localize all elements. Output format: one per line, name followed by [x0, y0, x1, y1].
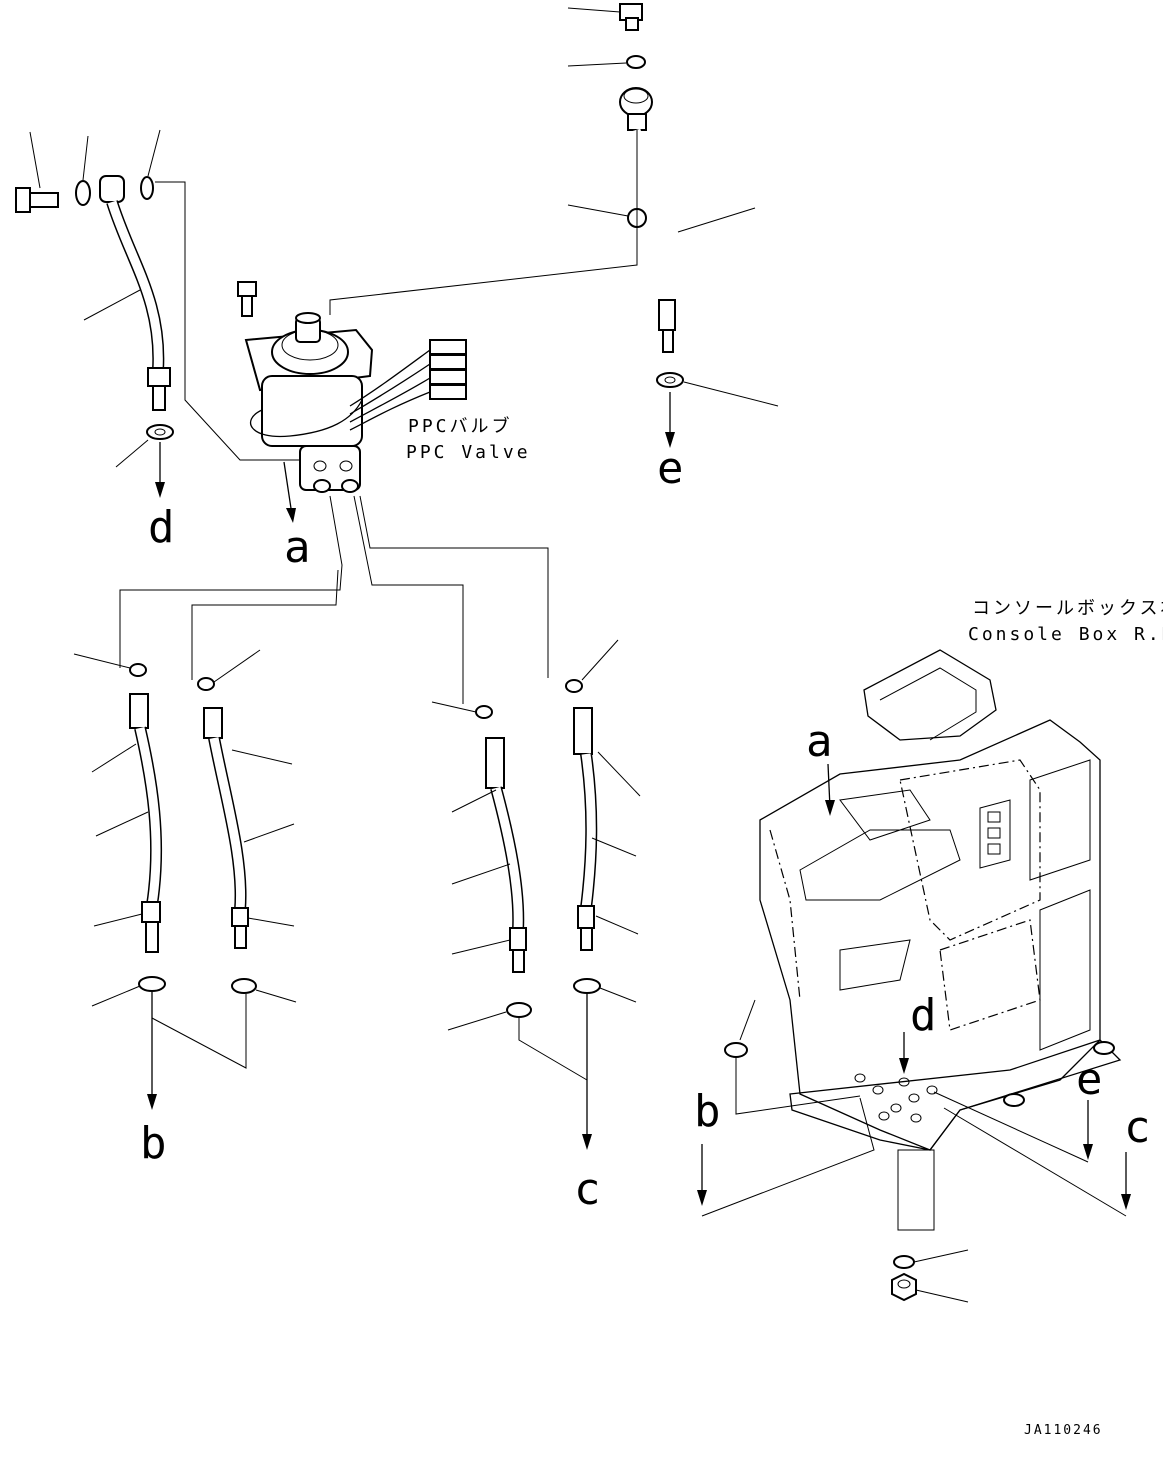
o-ring-b1	[129, 663, 147, 677]
callout-d-box: d	[910, 990, 937, 1041]
washer-c2	[573, 978, 601, 994]
ppc-valve: PPCバルブ PPC Valve a	[119, 281, 549, 704]
ppc-valve-label-en: PPC Valve	[406, 442, 531, 463]
console-box-rh: コンソールボックス右 Console Box R.H.	[694, 598, 1163, 1303]
washer-b2	[231, 978, 257, 994]
washer-b1	[138, 976, 166, 992]
callout-e-hose: e	[657, 443, 684, 494]
console-box-label-en: Console Box R.H.	[968, 624, 1163, 645]
hose-assembly-e: e	[329, 3, 779, 494]
valve-bolt	[237, 281, 257, 317]
washer-box	[893, 1255, 915, 1269]
o-ring-c1	[475, 705, 493, 719]
group-b-arrow: b	[140, 992, 247, 1169]
callout-c-hose: c	[574, 1164, 601, 1215]
valve-connectors	[429, 339, 467, 400]
console-box-label-jp: コンソールボックス右	[972, 598, 1163, 619]
hose-assembly-b1	[73, 653, 166, 1007]
washer-e	[656, 372, 684, 388]
o-ring-b2	[197, 677, 215, 691]
callout-b-hose: b	[140, 1118, 167, 1169]
bolt-d	[15, 187, 59, 213]
callout-a-valve: a	[284, 522, 311, 573]
o-ring-d-2	[140, 176, 154, 200]
nut-box	[891, 1272, 917, 1302]
drawing-reference: JA110246	[1024, 1423, 1103, 1438]
hose-assembly-c2	[565, 639, 641, 1003]
grommet-box	[724, 1042, 748, 1058]
o-ring-d-1	[75, 180, 91, 206]
o-ring-c2	[565, 679, 583, 693]
hose-fitting-elbow	[619, 87, 653, 131]
o-ring-top	[626, 55, 646, 69]
hose-assembly-d: d	[15, 129, 300, 553]
callout-a-box: a	[806, 716, 833, 767]
hose-assembly-c1	[431, 701, 532, 1031]
callout-e-box: e	[1076, 1054, 1103, 1105]
hose-fitting-d	[99, 175, 125, 203]
group-c-arrow: c	[518, 994, 601, 1215]
washer-c1	[506, 1002, 532, 1018]
callout-b-box: b	[694, 1086, 721, 1137]
top-plug	[619, 3, 643, 31]
washer-d	[146, 424, 174, 440]
ppc-valve-label-jp: PPCバルブ	[408, 415, 513, 437]
callout-c-box: c	[1124, 1102, 1151, 1153]
callout-d-hose: d	[148, 502, 175, 553]
hose-assembly-b2	[197, 649, 297, 1003]
